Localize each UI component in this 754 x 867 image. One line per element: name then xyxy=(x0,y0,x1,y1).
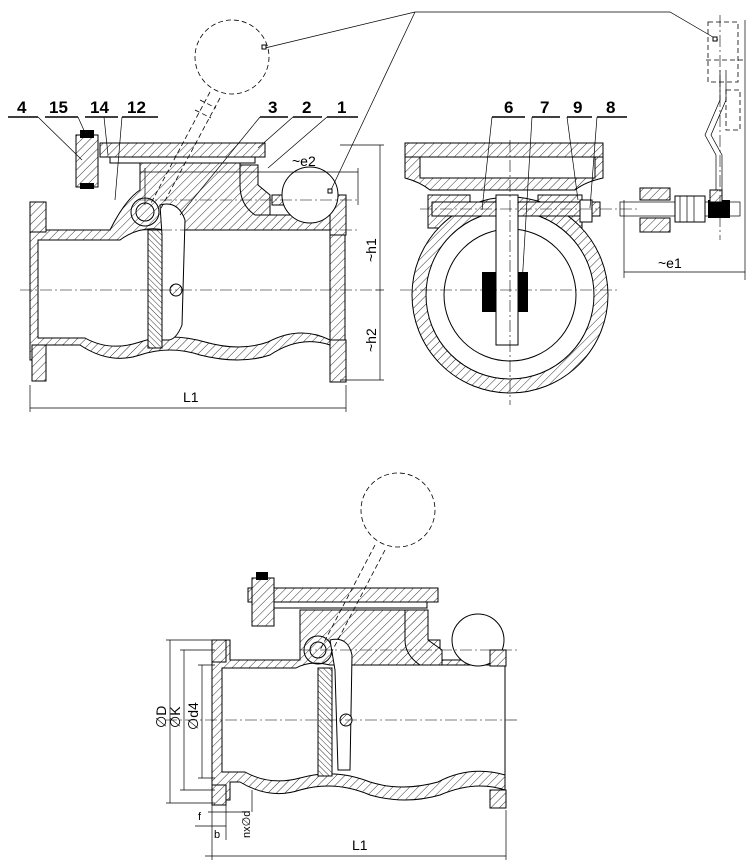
callout-6: 6 xyxy=(504,98,513,117)
dim-h2: ~h2 xyxy=(363,328,379,352)
callout-4: 4 xyxy=(17,98,27,117)
callout-14: 14 xyxy=(90,98,109,117)
callout-lines-left xyxy=(8,116,358,216)
dim-e2: ~e2 xyxy=(292,153,316,169)
front-section-view xyxy=(400,116,640,405)
callout-1: 1 xyxy=(337,98,346,117)
callout-2: 2 xyxy=(302,98,311,117)
dim-D: ∅D xyxy=(153,706,169,728)
callout-3: 3 xyxy=(268,98,277,117)
dim-nxd: nx∅d xyxy=(241,811,253,838)
dim-K: ∅K xyxy=(167,706,183,728)
dim-e1: ~e1 xyxy=(658,255,682,271)
dim-L1-top: L1 xyxy=(183,389,199,405)
dim-d4: ∅d4 xyxy=(185,702,201,730)
dim-f: f xyxy=(198,811,202,823)
lever-dashed-detail xyxy=(706,21,744,131)
callout-8: 8 xyxy=(606,98,615,117)
dim-L1-bottom: L1 xyxy=(352,837,368,853)
callout-lines-front xyxy=(481,116,627,286)
bottom-section-view xyxy=(165,472,520,860)
callout-7: 7 xyxy=(540,98,549,117)
callout-9: 9 xyxy=(573,98,582,117)
callout-15: 15 xyxy=(49,98,68,117)
lever-open-position xyxy=(149,19,270,211)
side-section-view xyxy=(8,11,719,412)
dim-b: b xyxy=(214,829,220,841)
callout-12: 12 xyxy=(127,98,146,117)
bottom-lever-open xyxy=(319,472,436,656)
shaft-detail-view xyxy=(619,15,746,280)
dim-h1: ~h1 xyxy=(363,238,379,262)
